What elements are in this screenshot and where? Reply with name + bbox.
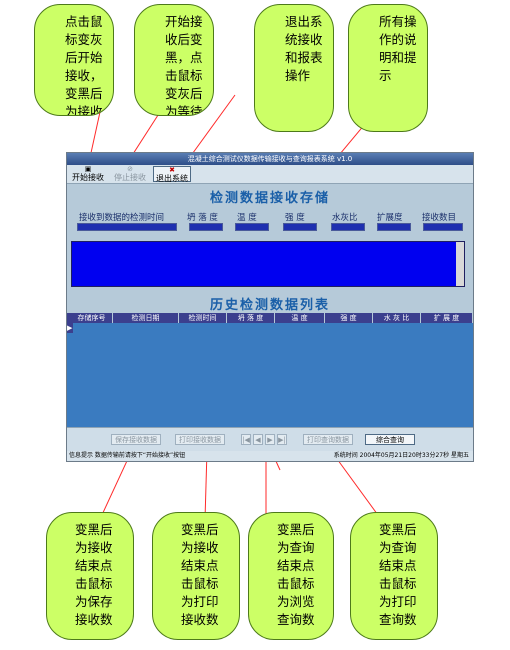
bottom-toolbar: 保存接收数据 打印接收数据 |◀ ◀ ▶ ▶| 打印查询数据 综合查询 — [67, 427, 473, 452]
receive-value-water-cement — [331, 223, 365, 231]
history-grid-body[interactable]: ▶ — [67, 323, 473, 427]
stop-receive-label: 停止接收 — [114, 173, 146, 182]
status-message: 信息提示 数据传输前请按下“开始接收”按钮 — [69, 452, 186, 459]
print-receive-data-button[interactable]: 打印接收数据 — [175, 434, 225, 445]
history-section-title: 历史检测数据列表 — [209, 298, 330, 313]
receive-header-water-cement: 水灰比 — [332, 213, 358, 223]
callout-exit: 退出系 统接收 和报表 操作 — [254, 4, 334, 132]
callout-save-receive: 变黑后 为接收 结束点 击鼠标 为保存 接收数 — [46, 512, 134, 640]
save-receive-data-button[interactable]: 保存接收数据 — [111, 434, 161, 445]
nav-last-button[interactable]: ▶| — [277, 434, 287, 445]
exit-system-button[interactable]: ✖ 退出系统 — [153, 166, 191, 183]
start-icon: ▣ — [84, 165, 92, 173]
nav-first-button[interactable]: |◀ — [241, 434, 251, 445]
grid-header-temp: 温 度 — [275, 313, 325, 323]
grid-header-strength: 强 度 — [325, 313, 373, 323]
callout-start-receive: 点击鼠 标变灰 后开始 接收， 变黑后 为接收 — [34, 4, 114, 116]
callout-print-receive: 变黑后 为接收 结束点 击鼠标 为打印 接收数 — [152, 512, 240, 640]
grid-header-spread: 扩 展 度 — [421, 313, 473, 323]
status-system-time: 系统时间 2004年05月21日20时33分27秒 星期五 — [333, 452, 469, 459]
exit-system-label: 退出系统 — [156, 174, 188, 183]
receive-value-slump — [189, 223, 223, 231]
grid-row-indicator: ▶ — [67, 323, 73, 333]
receive-value-spread — [377, 223, 411, 231]
receive-log-area[interactable] — [71, 241, 465, 287]
receive-header-slump: 坍 落 度 — [187, 213, 218, 223]
receive-log-scrollbar[interactable] — [456, 242, 464, 286]
grid-header-water-cement: 水 灰 比 — [373, 313, 421, 323]
nav-next-button[interactable]: ▶ — [265, 434, 275, 445]
app-window: 混凝土综合测试仪数据传输接收与查询报表系统 v1.0 ▣ 开始接收 ⊘ 停止接收… — [66, 152, 474, 462]
grid-header-slump: 坍 落 度 — [227, 313, 275, 323]
receive-value-count — [423, 223, 463, 231]
stop-icon: ⊘ — [127, 165, 133, 173]
receive-header-strength: 强 度 — [285, 213, 305, 223]
receive-section-title: 检测数据接收存储 — [209, 191, 330, 206]
combined-query-button[interactable]: 综合查询 — [365, 434, 415, 445]
receive-header-spread: 扩展度 — [377, 213, 403, 223]
start-receive-button[interactable]: ▣ 开始接收 — [69, 165, 107, 183]
callout-help: 所有操 作的说 明和提 示 — [348, 4, 428, 132]
receive-header-time: 接收到数据的检测时间 — [79, 213, 165, 223]
callout-browse-query: 变黑后 为查询 结束点 击鼠标 为浏览 查询数 — [248, 512, 334, 640]
nav-prev-button[interactable]: ◀ — [253, 434, 263, 445]
receive-value-temp — [235, 223, 269, 231]
grid-header-seq: 存储序号 — [71, 313, 113, 323]
print-query-data-button[interactable]: 打印查询数据 — [303, 434, 353, 445]
toolbar: ▣ 开始接收 ⊘ 停止接收 ✖ 退出系统 — [67, 165, 473, 184]
receive-value-time — [77, 223, 177, 231]
start-receive-label: 开始接收 — [72, 173, 104, 182]
status-bar: 信息提示 数据传输前请按下“开始接收”按钮 系统时间 2004年05月21日20… — [67, 451, 473, 461]
history-grid-header: 存储序号 检测日期 检测时间 坍 落 度 温 度 强 度 水 灰 比 扩 展 度 — [67, 313, 473, 323]
receive-header-temp: 温 度 — [237, 213, 257, 223]
grid-header-date: 检测日期 — [113, 313, 179, 323]
grid-header-time: 检测时间 — [179, 313, 227, 323]
callout-print-query: 变黑后 为查询 结束点 击鼠标 为打印 查询数 — [350, 512, 438, 640]
receive-header-count: 接收数目 — [422, 213, 457, 223]
callout-stop-receive: 开始接 收后变 黑，点 击鼠标 变灰后 为等待 — [134, 4, 214, 116]
window-title: 混凝土综合测试仪数据传输接收与查询报表系统 v1.0 — [67, 153, 473, 165]
stop-receive-button[interactable]: ⊘ 停止接收 — [111, 165, 149, 183]
receive-value-strength — [283, 223, 317, 231]
exit-icon: ✖ — [169, 166, 175, 174]
